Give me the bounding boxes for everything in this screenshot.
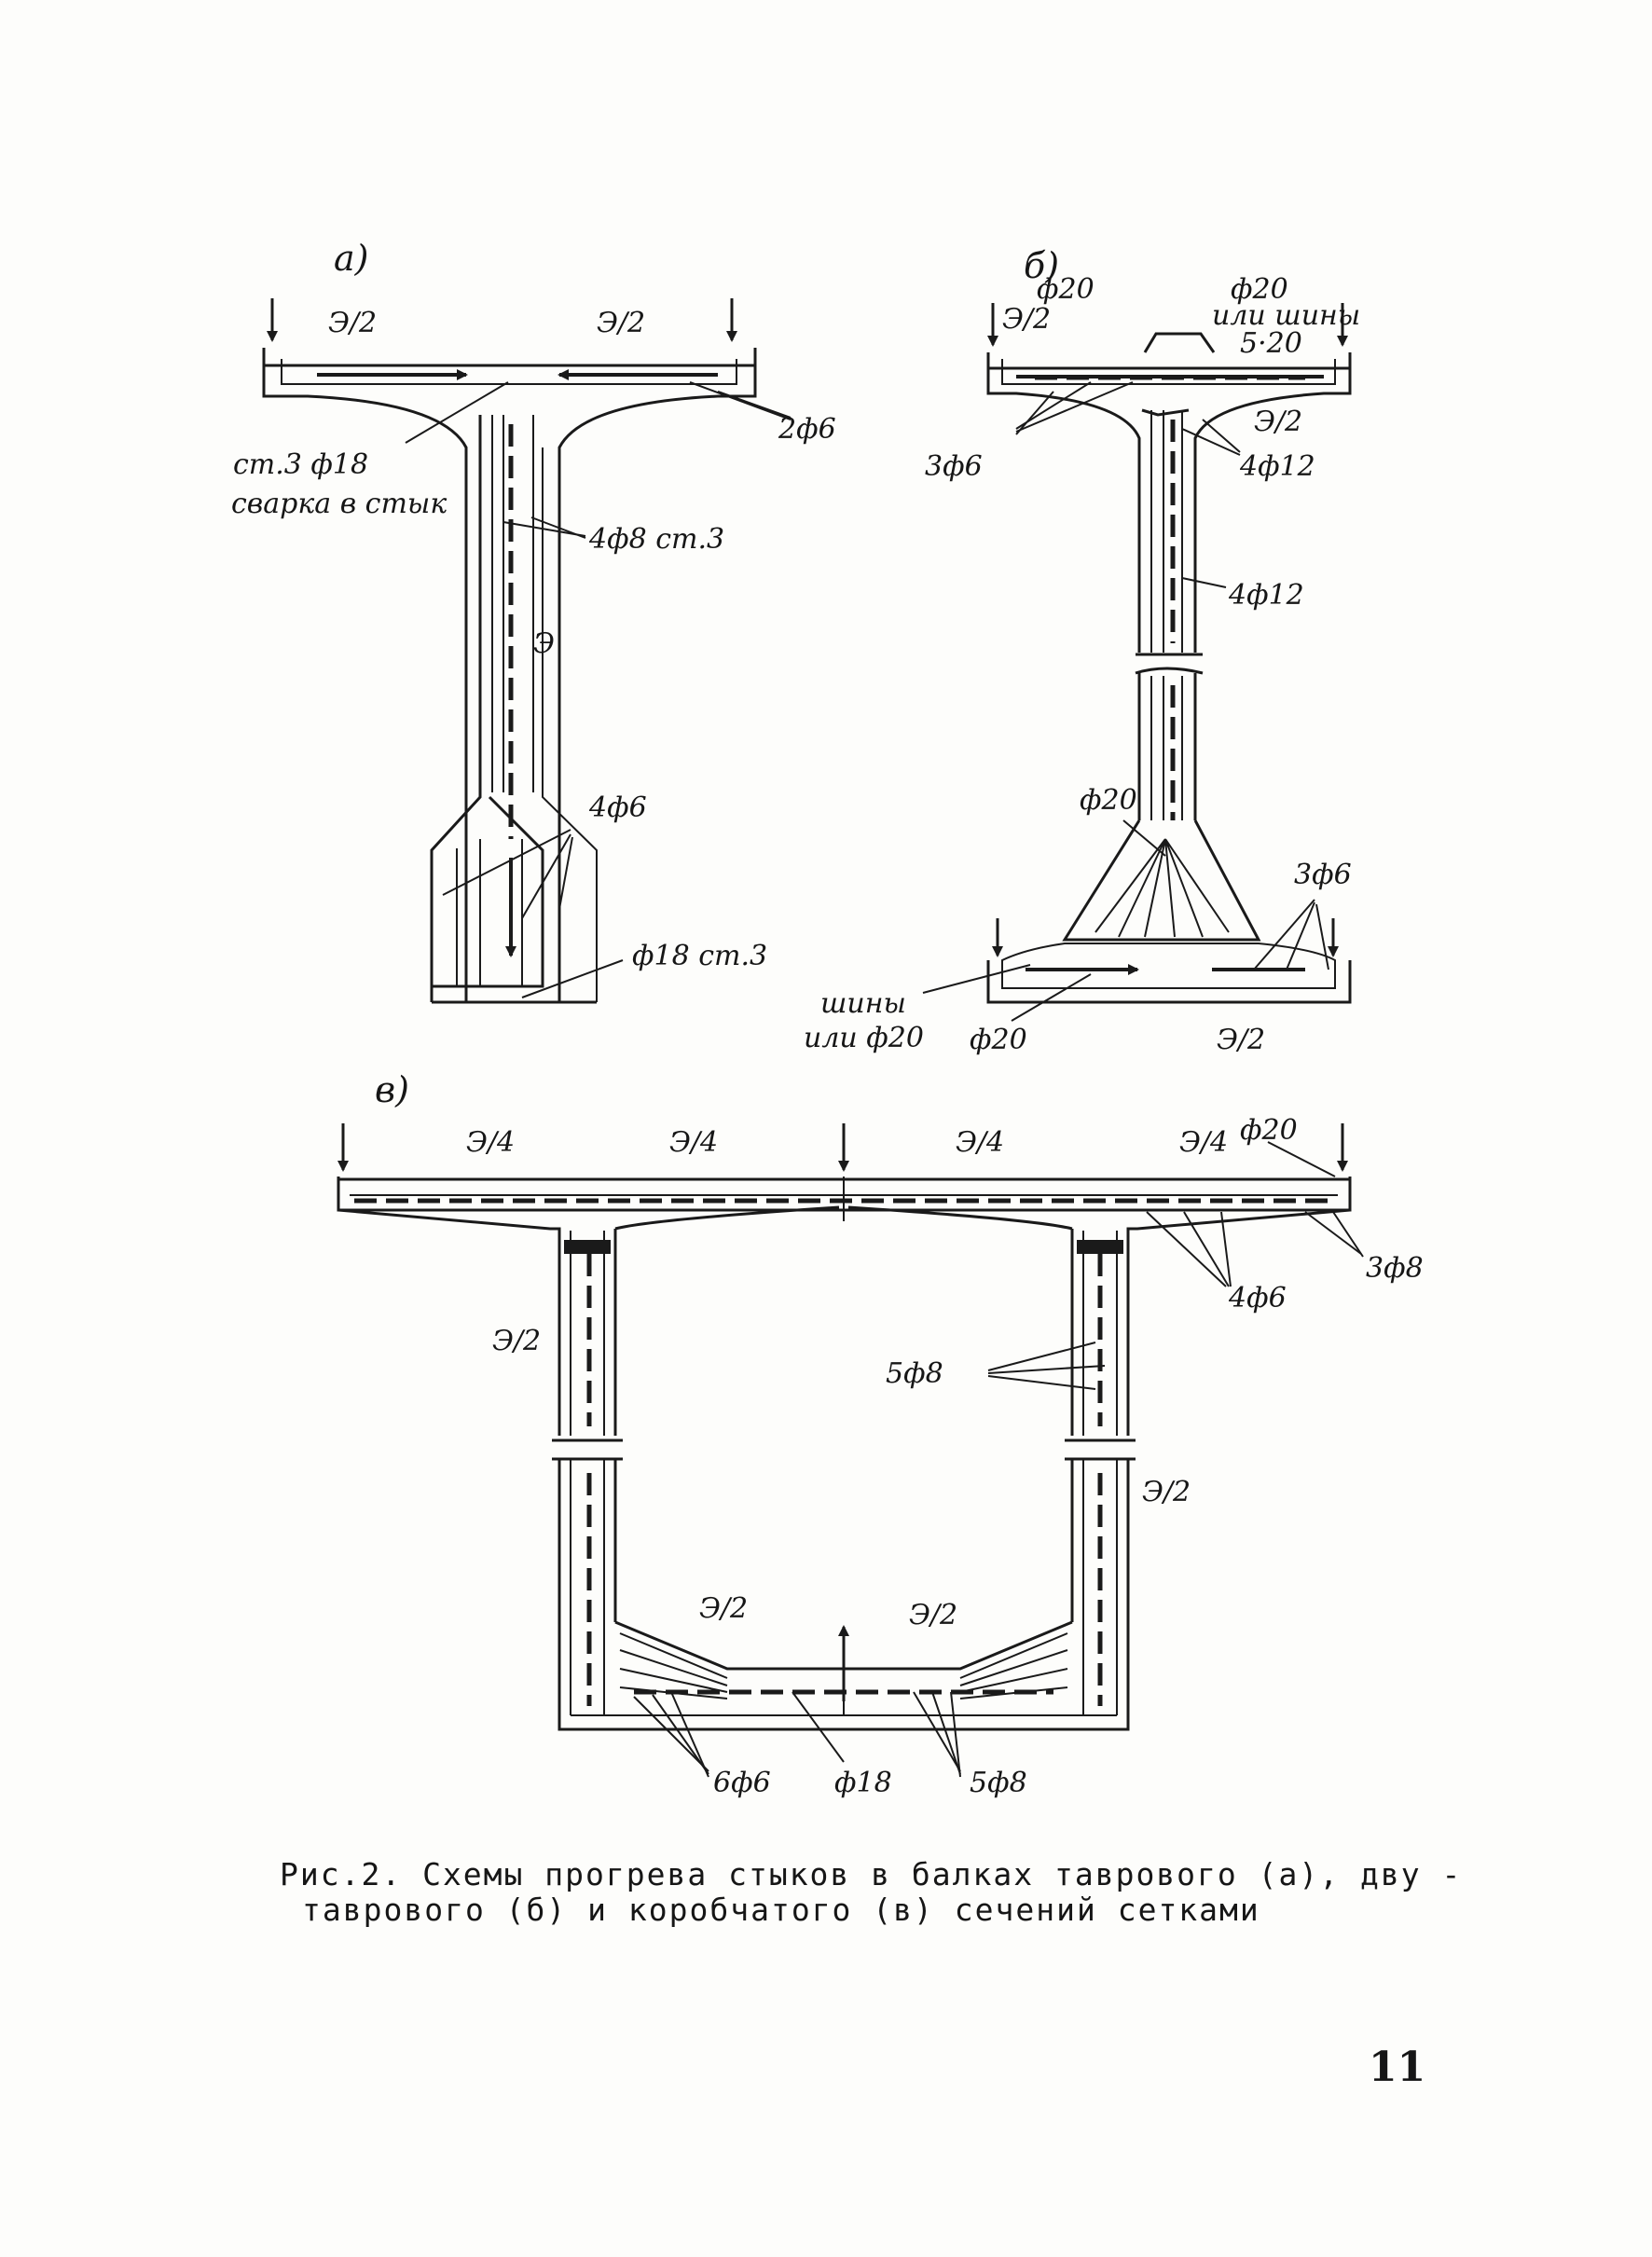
panel-a-weld-note-1: ст.3 ф18: [233, 448, 368, 481]
panel-a-weld-note-2: сварка в стык: [231, 488, 447, 520]
panel-c-bar-bottom-right: 5ф8: [970, 1767, 1027, 1799]
panel-c-bar-top-slab: 3ф8: [1366, 1252, 1424, 1285]
panel-c-current-right-wall: Э/2: [1142, 1476, 1191, 1508]
panel-b-current-bottom: Э/2: [1217, 1024, 1265, 1056]
panel-c-current-top-2: Э/4: [669, 1126, 718, 1159]
panel-b-bar-fan: ф20: [1080, 784, 1137, 817]
panel-c-bar-wall: 5ф8: [886, 1357, 943, 1390]
panel-a-current-web: Э: [533, 627, 555, 660]
panel-b-bar-bottom-flange: 3ф6: [1294, 859, 1352, 891]
panel-c-current-bottom-right: Э/2: [909, 1599, 957, 1631]
panel-a-bar-web: 4ф8 ст.3: [588, 523, 724, 556]
panel-c-current-top-3: Э/4: [956, 1126, 1004, 1159]
figure-caption-line-2: таврового (б) и коробчатого (в) сечений …: [302, 1892, 1260, 1928]
panel-c-current-bottom-left: Э/2: [699, 1592, 748, 1625]
panel-a-bar-bottom: ф18 ст.3: [632, 940, 767, 972]
panel-c-current-left-wall: Э/2: [492, 1325, 541, 1357]
panel-c-box-beam: в) Э/4 Э/4 Э/4 Э/4 ф20 3ф8 4ф6 Э/2 5ф8 Э…: [337, 1069, 1424, 1799]
panel-b-bus-bottom-1: шины: [820, 987, 906, 1020]
panel-a-t-beam: а) Э/2 Э/2 Э 2ф6 ст.3 ф18 сварка в стык …: [231, 238, 836, 1004]
panel-b-bus-note-2: 5·20: [1240, 327, 1302, 360]
panel-c-current-top-4: Э/4: [1179, 1126, 1228, 1159]
panel-c-letter: в): [375, 1069, 409, 1110]
panel-b-bar-top-flange: 3ф6: [925, 450, 983, 483]
panel-b-bus-bottom-2: или ф20: [804, 1022, 924, 1054]
panel-b-current-top-left: Э/2: [1002, 303, 1051, 336]
panel-a-letter: а): [334, 238, 368, 279]
panel-b-i-beam: б) ф20 ф20 или шины 5·20 Э/2 Э/2 3ф6 4ф1…: [804, 245, 1360, 1056]
panel-a-bar-flange: 2ф6: [778, 413, 836, 446]
panel-c-bar-bottom-mid: ф18: [834, 1767, 892, 1799]
panel-a-bar-bulb: 4ф6: [588, 791, 647, 824]
panel-b-bar-web-mid: 4ф12: [1228, 579, 1304, 612]
panel-b-current-top-right: Э/2: [1254, 406, 1302, 438]
page-number: 11: [1369, 2044, 1426, 2091]
panel-a-current-left: Э/2: [328, 307, 377, 339]
panel-c-bar-top: ф20: [1240, 1114, 1298, 1147]
figure-caption: Рис.2. Схемы прогрева стыков в балках та…: [280, 1856, 1463, 1928]
panel-b-bar-top-right: ф20: [1231, 273, 1288, 306]
figure-caption-line-1: Рис.2. Схемы прогрева стыков в балках та…: [280, 1856, 1463, 1892]
panel-b-letter: б): [1024, 245, 1059, 286]
panel-b-bar-top-left: ф20: [1037, 273, 1094, 306]
panel-a-current-right: Э/2: [597, 307, 645, 339]
panel-b-bar-web-top: 4ф12: [1239, 450, 1315, 483]
panel-c-current-top-1: Э/4: [466, 1126, 515, 1159]
panel-b-bus-note-1: или шины: [1212, 299, 1360, 332]
panel-c-bar-haunch: 4ф6: [1228, 1282, 1287, 1314]
panel-c-bar-bottom-left: 6ф6: [713, 1767, 771, 1799]
panel-b-bar-bottom: ф20: [970, 1024, 1027, 1056]
